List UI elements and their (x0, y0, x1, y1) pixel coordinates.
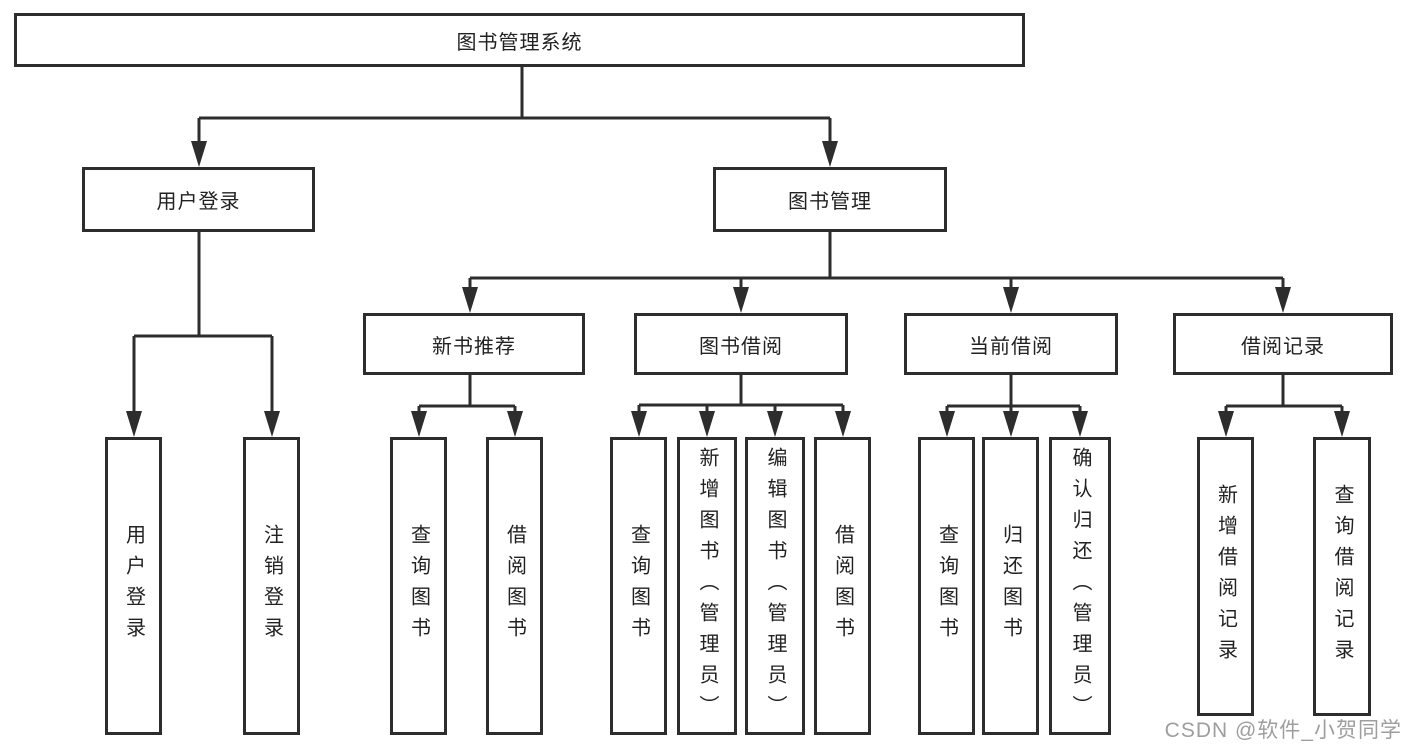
node-book-borrow: 图书借阅 (634, 313, 848, 375)
node-user-login-label: 用户登录 (156, 191, 241, 213)
node-root-label: 图书管理系统 (456, 31, 583, 54)
leaf-confirm-return-admin-label: 确认归还（管理员） (1069, 446, 1091, 726)
leaf-borrow-books-rec: 借阅图书 (486, 437, 543, 735)
node-book-mgmt-label: 图书管理 (788, 191, 872, 213)
leaf-return-book-label: 归还图书 (999, 524, 1022, 648)
leaf-confirm-return-admin: 确认归还（管理员） (1049, 437, 1111, 735)
node-current-borrow: 当前借阅 (904, 313, 1118, 375)
node-new-book-rec-label: 新书推荐 (432, 335, 516, 358)
leaf-borrow-books: 借阅图书 (814, 437, 871, 735)
leaf-query-books-borrow-label: 查询图书 (627, 524, 650, 648)
node-borrow-record-label: 借阅记录 (1241, 335, 1325, 358)
leaf-return-book: 归还图书 (982, 437, 1039, 735)
leaf-edit-book-admin: 编辑图书（管理员） (745, 437, 805, 735)
leaf-logout: 注销登录 (243, 437, 300, 735)
node-borrow-record: 借阅记录 (1173, 313, 1393, 375)
leaf-query-books-rec: 查询图书 (390, 437, 447, 735)
node-root: 图书管理系统 (14, 13, 1025, 67)
leaf-add-borrow-record-label: 新增借阅记录 (1214, 483, 1237, 670)
leaf-user-login-label: 用户登录 (122, 524, 145, 648)
leaf-add-book-admin: 新增图书（管理员） (677, 437, 737, 735)
leaf-query-books-borrow: 查询图书 (610, 437, 667, 735)
leaf-edit-book-admin-label: 编辑图书（管理员） (764, 446, 786, 726)
watermark: CSDN @软件_小贺同学 (1164, 719, 1402, 742)
leaf-borrow-books-rec-label: 借阅图书 (503, 524, 526, 648)
node-user-login: 用户登录 (82, 167, 315, 232)
node-current-borrow-label: 当前借阅 (969, 335, 1053, 358)
leaf-query-borrow-record-label: 查询借阅记录 (1331, 483, 1353, 670)
leaf-query-borrow-record: 查询借阅记录 (1313, 437, 1371, 716)
node-book-mgmt: 图书管理 (713, 167, 947, 232)
leaf-logout-label: 注销登录 (260, 524, 283, 648)
arrowhead-icons (126, 141, 1350, 437)
leaf-add-borrow-record: 新增借阅记录 (1197, 437, 1254, 716)
leaf-query-books-current-label: 查询图书 (935, 524, 958, 648)
node-new-book-rec: 新书推荐 (363, 313, 585, 375)
leaf-user-login: 用户登录 (105, 437, 162, 735)
node-book-borrow-label: 图书借阅 (699, 335, 783, 358)
leaf-add-book-admin-label: 新增图书（管理员） (696, 446, 718, 726)
leaf-query-books-rec-label: 查询图书 (407, 524, 430, 648)
leaf-query-books-current: 查询图书 (918, 437, 975, 735)
leaf-borrow-books-label: 借阅图书 (831, 524, 854, 648)
